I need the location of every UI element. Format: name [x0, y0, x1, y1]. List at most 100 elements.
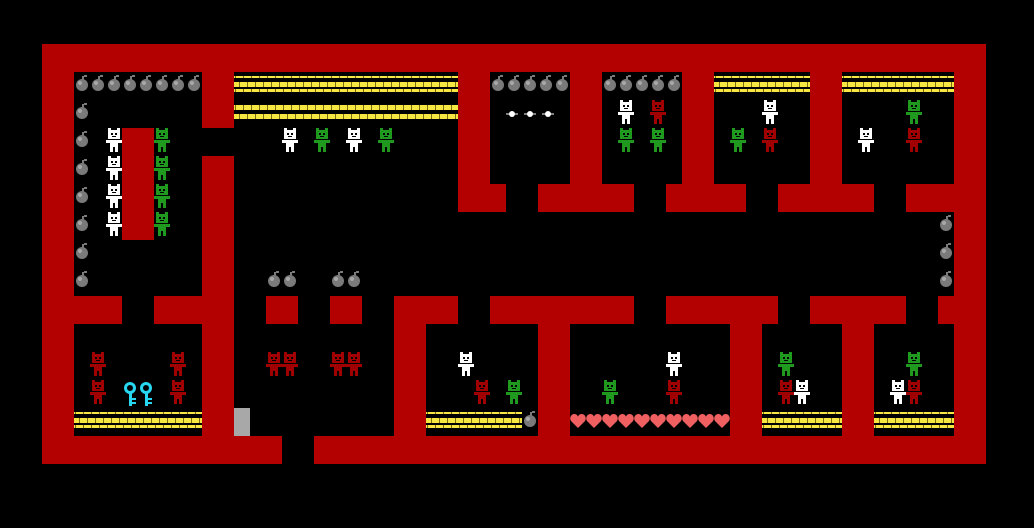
wall-segment [154, 296, 202, 324]
green-creature-sprite [154, 184, 170, 208]
green-creature-sprite [154, 156, 170, 180]
wall-segment [938, 296, 954, 324]
green-creature-sprite [154, 212, 170, 236]
key-icon [140, 382, 154, 408]
white-creature-sprite [458, 352, 474, 376]
heart-icon [570, 414, 586, 428]
red-creature-sprite [762, 128, 778, 152]
white-creature-sprite [346, 128, 362, 152]
bomb-icon [508, 75, 520, 91]
bomb-icon [76, 215, 88, 231]
red-creature-sprite [778, 380, 794, 404]
wall-segment [842, 324, 874, 436]
bomb-icon [556, 75, 568, 91]
red-creature-sprite [90, 352, 106, 376]
bomb-icon [652, 75, 664, 91]
green-creature-sprite [314, 128, 330, 152]
wall-segment [666, 184, 746, 212]
bomb-icon [636, 75, 648, 91]
heart-icon [714, 414, 730, 428]
bomb-icon [172, 75, 184, 91]
white-creature-sprite [794, 380, 810, 404]
green-creature-sprite [906, 100, 922, 124]
yellow-brick-tile [426, 412, 522, 428]
bomb-icon [940, 243, 952, 259]
yellow-brick-tile [874, 412, 954, 428]
wall-segment [810, 72, 842, 184]
bomb-icon [620, 75, 632, 91]
wall-segment [42, 44, 74, 464]
bomb-icon [604, 75, 616, 91]
green-creature-sprite [906, 352, 922, 376]
wall-segment [314, 436, 986, 464]
red-creature-sprite [90, 380, 106, 404]
wall-segment [42, 44, 986, 72]
bomb-icon [492, 75, 504, 91]
bomb-icon [332, 271, 344, 287]
grey-door-tile [234, 408, 250, 436]
wall-segment [682, 72, 714, 184]
white-creature-sprite [762, 100, 778, 124]
wall-segment [42, 436, 282, 464]
green-creature-sprite [378, 128, 394, 152]
white-creature-sprite [106, 212, 122, 236]
wall-segment [202, 72, 234, 128]
white-creature-sprite [890, 380, 906, 404]
wall-segment [458, 184, 506, 212]
white-creature-sprite [282, 128, 298, 152]
bomb-icon [108, 75, 120, 91]
white-creature-sprite [858, 128, 874, 152]
green-creature-sprite [650, 128, 666, 152]
bomb-icon [188, 75, 200, 91]
sparkle-ray [524, 113, 536, 115]
bomb-icon [76, 103, 88, 119]
wall-segment [570, 72, 602, 184]
heart-icon [634, 414, 650, 428]
sparkle-ray [542, 113, 554, 115]
bomb-icon [284, 271, 296, 287]
wall-segment [954, 44, 986, 464]
heart-icon [650, 414, 666, 428]
green-creature-sprite [618, 128, 634, 152]
heart-icon [618, 414, 634, 428]
bomb-icon [940, 271, 952, 287]
wall-segment [730, 324, 762, 436]
wall-segment [538, 324, 570, 436]
green-creature-sprite [730, 128, 746, 152]
wall-segment [122, 128, 154, 240]
green-creature-sprite [778, 352, 794, 376]
wall-segment [330, 296, 362, 324]
yellow-brick-tile [234, 76, 458, 92]
wall-segment [394, 296, 458, 324]
red-creature-sprite [330, 352, 346, 376]
red-creature-sprite [346, 352, 362, 376]
heart-icon [682, 414, 698, 428]
yellow-brick-tile [762, 412, 842, 428]
bomb-icon [76, 131, 88, 147]
sparkle-gem-icon [506, 111, 554, 117]
white-creature-sprite [618, 100, 634, 124]
heart-icon [698, 414, 714, 428]
wall-segment [394, 324, 426, 436]
green-creature-sprite [602, 380, 618, 404]
white-creature-sprite [106, 184, 122, 208]
bomb-icon [140, 75, 152, 91]
wall-segment [74, 296, 122, 324]
bomb-icon [76, 187, 88, 203]
yellow-brick-tile [74, 412, 202, 428]
wall-segment [906, 184, 954, 212]
bomb-icon [940, 215, 952, 231]
yellow-brick-tile [234, 104, 458, 120]
red-creature-sprite [170, 352, 186, 376]
wall-segment [810, 296, 906, 324]
yellow-brick-tile [842, 76, 954, 92]
bomb-icon [668, 75, 680, 91]
red-creature-sprite [282, 352, 298, 376]
bomb-icon [92, 75, 104, 91]
bomb-icon [156, 75, 168, 91]
red-creature-sprite [906, 128, 922, 152]
sprite-layer [76, 75, 952, 436]
wall-segment [266, 296, 298, 324]
